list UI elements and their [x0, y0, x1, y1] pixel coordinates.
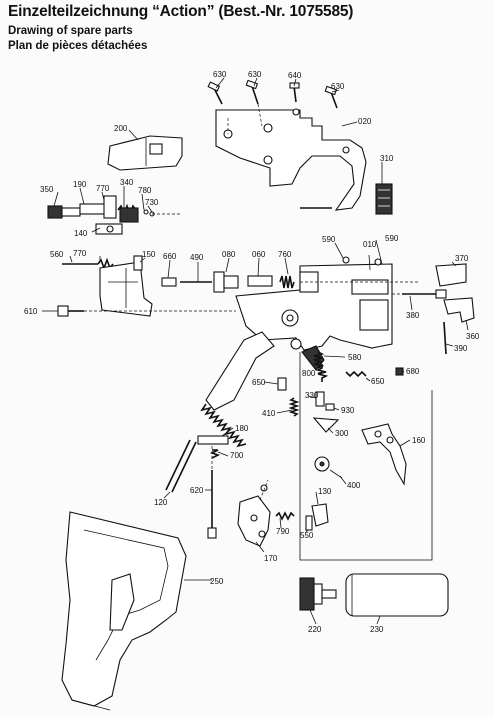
block-200-drawing [107, 135, 183, 171]
label-160: 160 [412, 436, 426, 445]
label-780: 780 [138, 186, 152, 195]
knob-220-drawing [299, 577, 337, 611]
label-410: 410 [262, 409, 276, 418]
spring-790-drawing [275, 511, 295, 521]
plate-180-drawing [197, 435, 229, 445]
part-labels: 630 630 640 630 020 200 310 350 190 770 … [24, 70, 480, 634]
screw-630-c-drawing [324, 85, 338, 109]
label-120: 120 [154, 498, 168, 507]
label-190: 190 [73, 180, 87, 189]
label-770-b: 770 [73, 249, 87, 258]
label-350: 350 [40, 185, 54, 194]
spindle-row-drawing [161, 271, 295, 293]
label-730: 730 [145, 198, 159, 207]
label-760: 760 [278, 250, 292, 259]
label-930: 930 [341, 406, 355, 415]
label-020: 020 [358, 117, 372, 126]
page-title: Einzelteilzeichnung “Action” (Best.-Nr. … [8, 3, 354, 20]
label-220: 220 [308, 625, 322, 634]
label-590-b: 590 [385, 234, 399, 243]
label-560: 560 [50, 250, 64, 259]
screw-640-drawing [289, 82, 300, 103]
label-360: 360 [466, 332, 480, 341]
label-650-b: 650 [371, 377, 385, 386]
lever-300-drawing [312, 417, 340, 433]
frame-plate-020-drawing [215, 109, 367, 211]
label-620: 620 [190, 486, 204, 495]
trigger-160-drawing [361, 423, 407, 486]
label-150: 150 [142, 250, 156, 259]
label-340: 340 [120, 178, 134, 187]
block-360-drawing [443, 297, 475, 323]
rod-380-drawing [402, 289, 447, 299]
part-400-drawing [314, 456, 343, 479]
label-610: 610 [24, 307, 38, 316]
label-770-a: 770 [96, 184, 110, 193]
label-630-b: 630 [248, 70, 262, 79]
label-400: 400 [347, 481, 361, 490]
subtitle-french: Plan de pièces détachées [8, 40, 148, 52]
spring-800-drawing [315, 364, 329, 382]
label-590-a: 590 [322, 235, 336, 244]
label-170: 170 [264, 554, 278, 563]
label-140: 140 [74, 229, 88, 238]
label-330: 330 [305, 391, 319, 400]
label-010: 010 [363, 240, 377, 249]
label-630-a: 630 [213, 70, 227, 79]
plug-650-a-drawing [277, 377, 287, 391]
label-310: 310 [380, 154, 394, 163]
label-580: 580 [348, 353, 362, 362]
pin-550-drawing [305, 515, 313, 531]
pin-330-drawing [315, 391, 325, 407]
label-300: 300 [335, 429, 349, 438]
label-800: 800 [302, 369, 316, 378]
lever-130-drawing [311, 503, 329, 527]
label-390: 390 [454, 344, 468, 353]
barrel-120-drawing [205, 331, 275, 411]
pin-610-drawing [57, 305, 84, 317]
sear-group-drawing [62, 255, 153, 317]
spring-700-drawing [209, 449, 221, 459]
screw-630-a-drawing [207, 81, 223, 105]
label-250: 250 [210, 577, 224, 586]
label-630-c: 630 [331, 82, 345, 91]
pin-390-drawing [443, 321, 447, 355]
label-200: 200 [114, 124, 128, 133]
label-650-a: 650 [252, 378, 266, 387]
label-380: 380 [406, 311, 420, 320]
label-180: 180 [235, 424, 249, 433]
pin-930-drawing [325, 403, 335, 411]
label-060: 060 [252, 250, 266, 259]
label-490: 490 [190, 253, 204, 262]
label-370: 370 [455, 254, 469, 263]
spring-580-drawing [313, 351, 325, 369]
cylinder-230-drawing [345, 573, 449, 617]
label-130: 130 [318, 487, 332, 496]
label-640: 640 [288, 71, 302, 80]
label-790: 790 [276, 527, 290, 536]
adjuster-group-drawing [47, 195, 155, 235]
spring-410-drawing [288, 397, 300, 417]
label-080: 080 [222, 250, 236, 259]
label-660: 660 [163, 252, 177, 261]
subtitle-english: Drawing of spare parts [8, 25, 133, 37]
nut-680-drawing [395, 367, 404, 376]
slide-370-drawing [435, 263, 467, 287]
label-700: 700 [230, 451, 244, 460]
label-230: 230 [370, 625, 384, 634]
wheel-310-drawing [375, 183, 393, 215]
spring-650-b-drawing [345, 370, 367, 378]
screw-630-b-drawing [245, 79, 259, 105]
label-550: 550 [300, 531, 314, 540]
label-680: 680 [406, 367, 420, 376]
